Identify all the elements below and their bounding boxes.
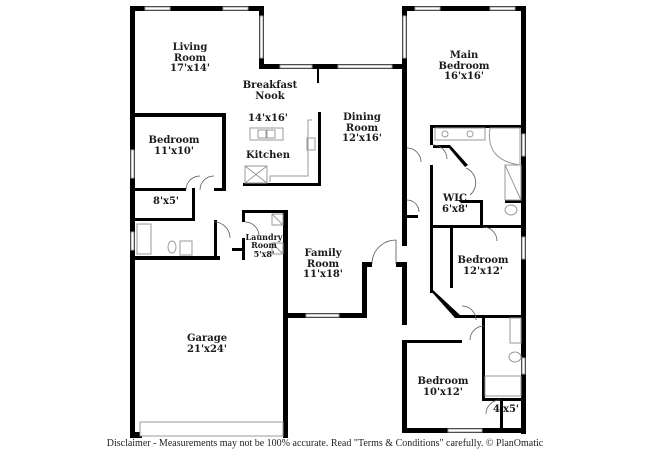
room-name: Breakfast xyxy=(242,80,298,91)
room-label-main-bedroom: Main Bedroom 16'x16' xyxy=(438,50,490,83)
room-name: Bedroom xyxy=(148,135,200,146)
room-name: Room xyxy=(251,240,277,251)
fixtures xyxy=(136,119,522,397)
room-label-bedroom-1: Bedroom 11'x10' xyxy=(148,135,200,157)
room-size: 11'x10' xyxy=(154,145,194,157)
room-size: 12'x16' xyxy=(342,133,382,144)
room-label-garage: Garage 21'x24' xyxy=(186,333,228,355)
room-name: Kitchen xyxy=(245,150,291,161)
room-name: Laundry xyxy=(245,232,283,242)
room-label-family-room: Family Room 11'x18' xyxy=(303,248,343,281)
room-name: Room xyxy=(173,52,207,64)
room-label-closet-1: 8'x5' xyxy=(152,196,180,208)
room-label-dining-room: Dining Room 12'x16' xyxy=(342,112,382,145)
room-label-closet-2: 4'x5' xyxy=(492,404,520,416)
room-name: Bedroom xyxy=(457,255,509,266)
room-name: Bedroom xyxy=(438,60,490,72)
room-size: 14'x16' xyxy=(248,113,288,124)
doors xyxy=(185,144,501,415)
disclaimer-text: Disclaimer - Measurements may not be 100… xyxy=(106,438,544,449)
room-size: 5'x8' xyxy=(253,248,275,259)
room-name: Living xyxy=(172,42,208,53)
room-size: 6'x8' xyxy=(441,203,469,215)
room-label-wic: WIC 6'x8' xyxy=(441,193,469,215)
room-name: Main xyxy=(449,50,479,61)
room-label-bedroom-3: Bedroom 10'x12' xyxy=(417,376,469,398)
room-label-bedroom-2: Bedroom 12'x12' xyxy=(457,255,509,277)
room-size: 17'x14' xyxy=(170,63,210,74)
room-name: Room xyxy=(306,258,340,270)
room-size: 11'x18' xyxy=(303,269,343,280)
room-label-kitchen: Kitchen xyxy=(245,150,291,162)
room-name: Family xyxy=(304,248,342,259)
room-name: Bedroom xyxy=(417,376,469,387)
room-label-living-room: Living Room 17'x14' xyxy=(170,42,210,75)
room-name: Dining xyxy=(343,112,381,123)
windows xyxy=(130,6,526,437)
room-label-kitchen-size: 14'x16' xyxy=(248,113,288,125)
room-name: Garage xyxy=(186,333,228,344)
room-size: 16'x16' xyxy=(444,71,484,82)
room-name: WIC xyxy=(443,193,467,204)
room-size: 21'x24' xyxy=(187,343,227,355)
room-size: 4'x5' xyxy=(492,404,520,415)
room-label-laundry-room: Laundry Room 5'x8' xyxy=(245,232,283,259)
room-name: Nook xyxy=(255,90,285,102)
room-size: 10'x12' xyxy=(423,386,463,398)
room-size: 8'x5' xyxy=(152,196,180,207)
room-label-breakfast-nook: Breakfast Nook xyxy=(242,80,298,102)
room-name: Room xyxy=(345,122,379,134)
room-size: 12'x12' xyxy=(463,265,503,277)
